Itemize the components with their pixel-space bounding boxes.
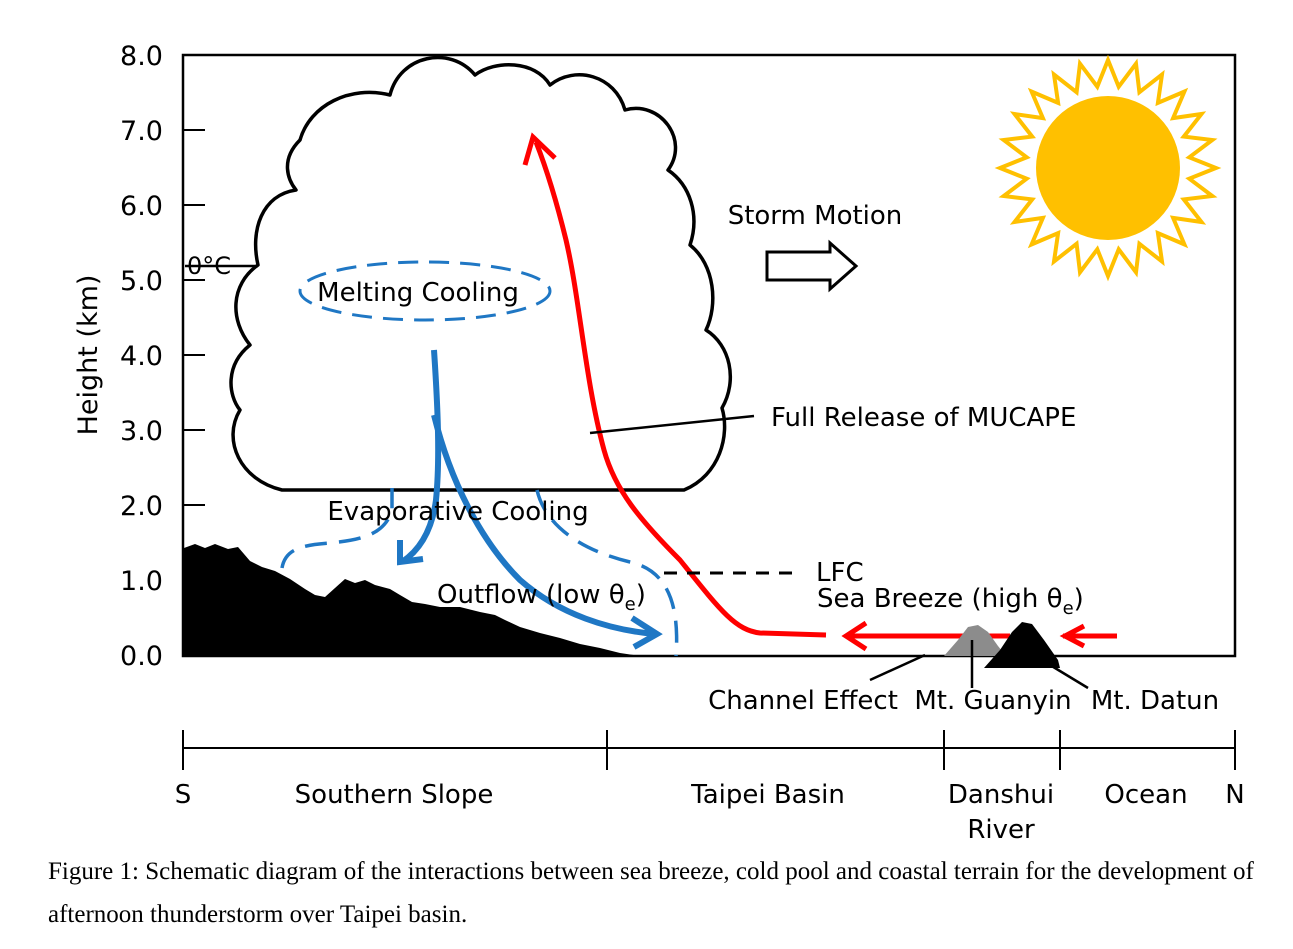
schematic-diagram: 8.0 7.0 6.0 5.0 4.0 3.0 2.0 1.0 0.0 Heig…	[73, 41, 1245, 845]
y-tick-label: 8.0	[120, 41, 163, 72]
region-south: S	[175, 780, 192, 810]
sea-breeze-label: Sea Breeze (high θe)	[817, 584, 1084, 619]
freezing-level-label: 0°C	[187, 252, 231, 280]
region-labels: S Southern Slope Taipei Basin Danshui Ri…	[175, 780, 1245, 845]
y-tick-label: 1.0	[120, 566, 163, 597]
lfc-label: LFC	[816, 558, 864, 588]
region-danshui-river: River	[967, 815, 1035, 845]
y-axis-label: Height (km)	[73, 275, 104, 436]
channel-effect-label: Channel Effect	[708, 686, 898, 716]
storm-motion-arrow	[765, 239, 859, 293]
sun-icon	[994, 54, 1222, 282]
mt-guanyin-terrain	[944, 625, 1006, 656]
region-taipei-basin: Taipei Basin	[690, 780, 845, 810]
y-axis-tick-labels: 8.0 7.0 6.0 5.0 4.0 3.0 2.0 1.0 0.0	[120, 41, 163, 672]
updraft-arrow	[533, 141, 827, 638]
melting-cooling-label: Melting Cooling	[317, 278, 519, 308]
region-southern-slope: Southern Slope	[295, 780, 494, 810]
downdraft-arrow-left	[400, 349, 442, 565]
melting-cooling-zone	[298, 260, 552, 322]
full-release-pointer	[589, 414, 755, 435]
y-tick-label: 3.0	[120, 416, 163, 447]
region-north: N	[1225, 780, 1244, 810]
mt-datun-terrain	[984, 622, 1060, 668]
cold-pool-boundary	[280, 488, 394, 569]
y-tick-label: 7.0	[120, 116, 163, 147]
mt-datun-pointer	[1049, 663, 1089, 690]
y-tick-label: 2.0	[120, 491, 163, 522]
outflow-arrow	[431, 414, 656, 637]
mt-guanyin-label: Mt. Guanyin	[914, 686, 1071, 716]
mt-datun-label: Mt. Datun	[1091, 686, 1219, 716]
storm-motion-label: Storm Motion	[728, 201, 903, 231]
thundercloud	[229, 55, 732, 492]
region-ocean: Ocean	[1104, 780, 1187, 810]
y-tick-label: 6.0	[120, 191, 163, 222]
region-axis	[182, 730, 1236, 770]
y-axis-ticks	[183, 54, 205, 581]
region-danshui: Danshui	[948, 780, 1054, 810]
full-release-label: Full Release of MUCAPE	[771, 403, 1076, 433]
y-tick-label: 5.0	[120, 266, 163, 297]
cold-pool-boundary-right	[535, 489, 679, 657]
southern-slope-terrain	[184, 544, 640, 656]
y-tick-label: 4.0	[120, 341, 163, 372]
figure-caption: Figure 1: Schematic diagram of the inter…	[48, 858, 1254, 928]
y-tick-label: 0.0	[120, 641, 163, 672]
channel-effect-pointer	[869, 653, 926, 682]
outflow-label: Outflow (low θe)	[437, 580, 646, 615]
evaporative-cooling-label: Evaporative Cooling	[327, 497, 588, 527]
